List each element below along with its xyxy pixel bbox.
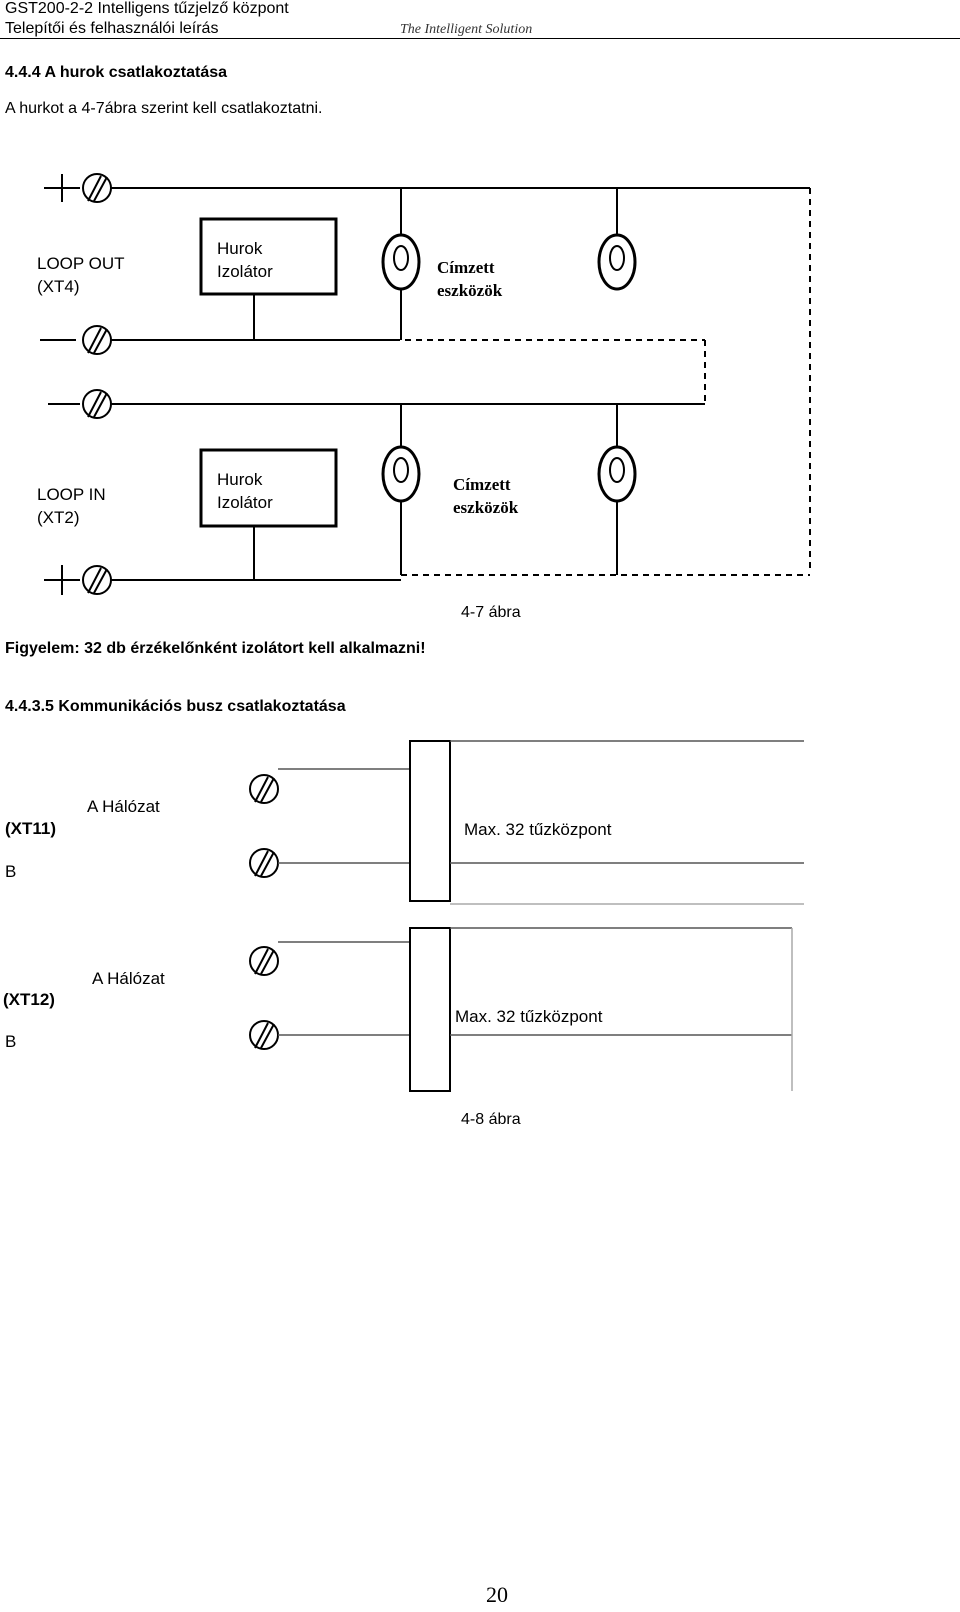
terminal-screw-1: [82, 173, 112, 203]
isolator-box-in: [199, 448, 338, 528]
bus-terminal-block-2: [409, 927, 451, 1092]
figure-caption-4-8: 4-8 ábra: [461, 1111, 521, 1128]
bus2-port-label: (XT12): [3, 990, 55, 1009]
detector-in-2: [597, 404, 637, 575]
section-intro-loop: A hurkot a 4-7ábra szerint kell csatlako…: [5, 100, 323, 117]
terminal-screw-4: [82, 565, 112, 595]
section-heading-loop: 4.4.4 A hurok csatlakoztatása: [5, 64, 228, 81]
detector-out-1: [381, 188, 421, 340]
detector-in-1: [381, 404, 421, 575]
figure-caption-4-7: 4-7 ábra: [461, 604, 521, 621]
document-title: GST200-2-2 Intelligens tűzjelző központ: [5, 0, 289, 17]
terminal-plus-top: [44, 174, 80, 202]
bus-screw-1a: [249, 774, 279, 804]
warning-note: Figyelem: 32 db érzékelőnként izolátort …: [5, 640, 426, 657]
bus1-a-label: A Hálózat: [87, 797, 160, 816]
isolator-label-in: Hurok Izolátor: [217, 470, 273, 512]
terminal-screw-3: [82, 389, 112, 419]
bus2-b-label: B: [5, 1032, 17, 1051]
bus2-a-label: A Hálózat: [92, 969, 165, 988]
document-subtitle: Telepítői és felhasználói leírás: [5, 20, 219, 37]
page-number: 20: [486, 1582, 508, 1607]
loop-out-label: LOOP OUT (XT4): [37, 254, 125, 296]
terminal-screw-2: [82, 325, 112, 355]
bus1-max-label: Max. 32 tűzközpont: [464, 820, 612, 839]
bus-screw-2a: [249, 946, 279, 976]
bus2-max-label: Max. 32 tűzközpont: [455, 1007, 603, 1026]
isolator-label-out: Hurok Izolátor: [217, 239, 273, 281]
bus1-port-label: (XT11): [5, 819, 57, 838]
devices-label-out: Címzett eszközök: [437, 258, 503, 300]
loop-in-label: LOOP IN (XT2): [37, 485, 106, 527]
bus1-b-label: B: [5, 862, 17, 881]
section-heading-bus: 4.4.3.5 Kommunikációs busz csatlakoztatá…: [5, 698, 346, 715]
detector-out-2: [597, 188, 637, 291]
bus-terminal-block-1: [409, 740, 451, 902]
header-tagline: The Intelligent Solution: [400, 22, 533, 37]
bus-screw-2b: [249, 1020, 279, 1050]
isolator-box-out: [199, 217, 338, 296]
bus-screw-1b: [249, 848, 279, 878]
devices-label-in: Címzett eszközök: [453, 475, 519, 517]
header-rule: [0, 38, 960, 39]
terminal-plus-bottom: [44, 565, 80, 595]
